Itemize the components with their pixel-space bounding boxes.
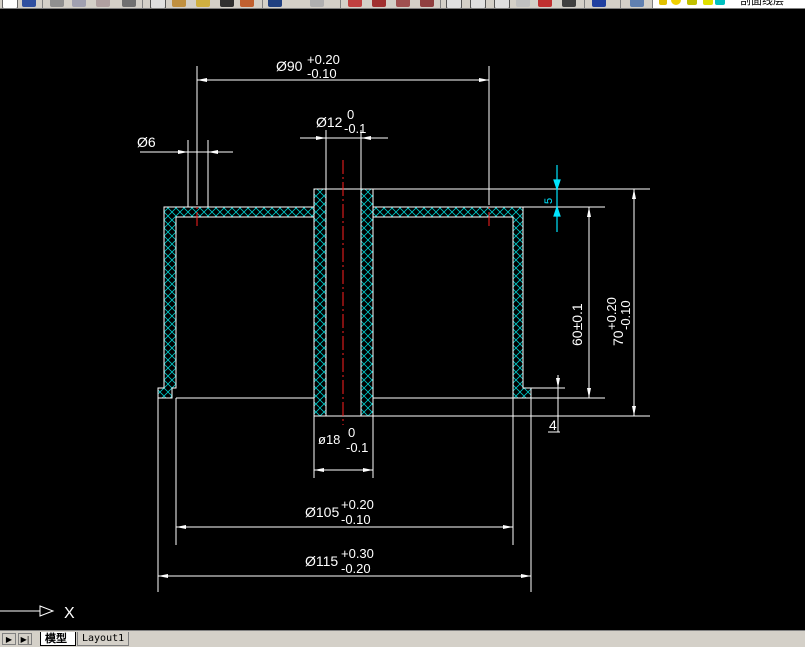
dim-4-main: 4: [549, 417, 557, 433]
publish-icon[interactable]: [96, 0, 110, 7]
dim-70-lower: -0.10: [618, 300, 633, 330]
toolbar-separator: [142, 0, 143, 8]
dim-d12-upper: 0: [347, 107, 354, 122]
dim-70-upper: +0.20: [604, 297, 619, 330]
dim-d18-main: ø18: [318, 432, 340, 447]
current-layer-name: 剖面线层: [740, 0, 784, 7]
toolbar-separator: [42, 0, 43, 8]
section-hatch: [157, 188, 532, 417]
tool-palette-icon[interactable]: [516, 0, 530, 7]
dim-d115-upper: +0.30: [341, 546, 374, 561]
dimension-lines: [140, 66, 650, 592]
match-icon[interactable]: [196, 0, 210, 7]
dim-d18-lower: -0.1: [346, 440, 368, 455]
layer-dropdown[interactable]: [652, 0, 805, 8]
dim-d90-lower: -0.10: [307, 66, 337, 81]
dim-text-d18: ø18 0 -0.1: [318, 425, 368, 455]
dim-d115-main: Ø115: [305, 553, 338, 569]
zoom-extents-icon[interactable]: [396, 0, 410, 7]
dim-d115-lower: -0.20: [341, 561, 371, 576]
centerlines: [196, 160, 490, 425]
calculator-icon[interactable]: [562, 0, 576, 7]
redo-icon[interactable]: [240, 0, 254, 7]
dim-text-d115: Ø115 +0.30 -0.20: [305, 546, 374, 576]
undo-icon[interactable]: [220, 0, 234, 7]
drawing-canvas[interactable]: Ø90 +0.20 -0.10 Ø12 0 -0.1 Ø6 5 60±0.1 7…: [0, 8, 805, 630]
dim-5-main: 5: [543, 198, 555, 204]
right-wall-section: [372, 206, 532, 399]
zoom-previous-icon[interactable]: [372, 0, 386, 7]
pan-icon[interactable]: [268, 0, 282, 7]
print-icon[interactable]: [50, 0, 64, 7]
dim-60-main: 60±0.1: [569, 303, 585, 346]
toolbar-separator: [620, 0, 621, 8]
help-icon[interactable]: [592, 0, 606, 7]
layer-color-icon[interactable]: [715, 0, 725, 5]
sun-icon[interactable]: [671, 0, 681, 5]
text-style-icon[interactable]: [446, 0, 462, 8]
layer-manager-icon[interactable]: [630, 0, 644, 7]
toolbar-separator: [584, 0, 585, 8]
dim-5-cyan: [553, 165, 561, 232]
left-wall-section: [157, 206, 315, 399]
toolbar-separator: [262, 0, 263, 8]
preview-icon[interactable]: [72, 0, 86, 7]
hub-right-section: [360, 188, 374, 417]
dimension-arrows: [158, 78, 636, 578]
dim-d105-upper: +0.20: [341, 497, 374, 512]
zoom-window-icon[interactable]: [348, 0, 362, 7]
dim-d12-main: Ø12: [316, 114, 343, 130]
dim-d18-upper: 0: [348, 425, 355, 440]
dim-text-d105: Ø105 +0.20 -0.10: [305, 497, 374, 527]
toolbar-separator: [340, 0, 341, 8]
dim-text-d12: Ø12 0 -0.1: [316, 107, 366, 136]
dim-d12-lower: -0.1: [344, 121, 366, 136]
properties-icon[interactable]: [470, 0, 486, 8]
new-icon[interactable]: [2, 0, 18, 8]
standard-toolbar: 剖面线层: [0, 0, 805, 9]
bulb-icon[interactable]: [659, 0, 667, 5]
tab-layout1[interactable]: Layout1: [77, 632, 129, 646]
dim-d90-upper: +0.20: [307, 52, 340, 67]
cut-icon[interactable]: [122, 0, 136, 7]
ucs-x-label: X: [64, 605, 75, 622]
ucs-icon: [0, 605, 55, 617]
dim-text-d90: Ø90 +0.20 -0.10: [276, 52, 340, 81]
layout-tab-bar: ▶ ▶| 模型 Layout1: [0, 630, 805, 647]
dim-70-main: 70: [610, 330, 626, 346]
tab-nav-first-button[interactable]: ▶: [2, 633, 16, 645]
toolbar-separator: [440, 0, 441, 8]
tab-model[interactable]: 模型: [40, 632, 76, 646]
dim-d105-lower: -0.10: [341, 512, 371, 527]
dim-d90-main: Ø90: [276, 58, 303, 74]
lock-icon[interactable]: [687, 0, 697, 5]
hub-left-section: [313, 188, 327, 417]
save-icon[interactable]: [22, 0, 36, 7]
copy-icon[interactable]: [150, 0, 166, 8]
layer-color-icon[interactable]: [703, 0, 713, 5]
design-center-icon[interactable]: [494, 0, 510, 8]
paste-icon[interactable]: [172, 0, 186, 7]
markup-icon[interactable]: [538, 0, 552, 7]
tab-nav-last-button[interactable]: ▶|: [18, 633, 32, 645]
zoom-realtime-icon[interactable]: [420, 0, 434, 7]
zoom-icon[interactable]: [310, 0, 324, 7]
part-outline: [176, 188, 513, 417]
dim-d105-main: Ø105: [305, 504, 339, 520]
dim-text-70: 70 +0.20 -0.10: [604, 297, 633, 346]
dim-d6-main: Ø6: [137, 134, 156, 150]
